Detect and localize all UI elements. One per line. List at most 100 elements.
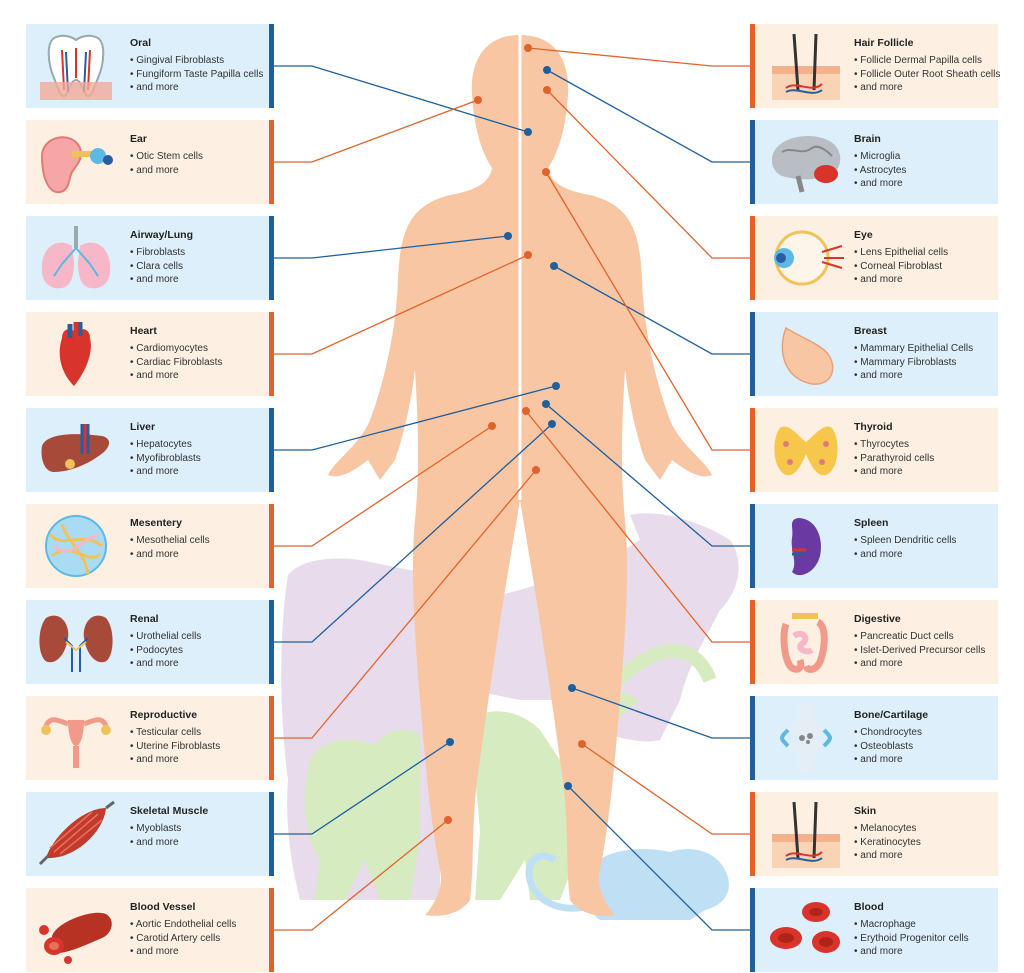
- cell-type-item: • Spleen Dendritic cells: [854, 535, 957, 546]
- card-title: Blood Vessel: [130, 901, 196, 913]
- tissue-card-breast: Breast• Mammary Epithelial Cells• Mammar…: [750, 312, 998, 396]
- cell-type-item: • Parathyroid cells: [854, 452, 935, 464]
- cell-type-item: • and more: [854, 548, 903, 560]
- cell-type-item: • Follicle Outer Root Sheath cells: [854, 68, 1001, 80]
- tissue-card-bone-cartilage: Bone/Cartilage• Chondrocytes• Osteoblast…: [750, 696, 998, 780]
- cell-type-item: • and more: [130, 164, 179, 176]
- tissue-card-reproductive: Reproductive• Testicular cells• Uterine …: [26, 696, 274, 780]
- cell-type-item: • Urothelial cells: [130, 631, 202, 642]
- card-title: Bone/Cartilage: [854, 709, 929, 721]
- cell-type-item: • Melanocytes: [854, 823, 917, 834]
- cell-type-item: • Podocytes: [130, 644, 183, 656]
- thyroid-icon: [762, 414, 850, 486]
- card-text: Brain• Microglia• Astrocytes• and more: [854, 133, 906, 191]
- anatomy-point-dot: [524, 44, 532, 52]
- uterus-icon: [32, 702, 120, 774]
- card-title: Digestive: [854, 613, 901, 625]
- anatomy-point-dot: [564, 782, 572, 790]
- card-accent-bar: [269, 216, 274, 300]
- card-accent-bar: [269, 24, 274, 108]
- eye-icon: [762, 222, 850, 294]
- cell-type-item: • Gingival Fibroblasts: [130, 55, 225, 66]
- anatomy-point-dot: [532, 466, 540, 474]
- cell-type-item: • and more: [130, 946, 179, 957]
- left-leader-line: [274, 235, 509, 259]
- cell-type-item: • Erythoid Progenitor cells: [854, 932, 969, 944]
- tissue-card-blood: Blood• Macrophage• Erythoid Progenitor c…: [750, 888, 998, 972]
- left-leader-line: [274, 65, 529, 133]
- tissue-card-heart: Heart• Cardiomyocytes• Cardiac Fibroblas…: [26, 312, 274, 396]
- cell-type-item: • and more: [130, 82, 179, 93]
- cell-type-item: • Mesothelial cells: [130, 535, 210, 546]
- cell-type-item: • Chondrocytes: [854, 727, 922, 738]
- anatomy-point-dot: [474, 96, 482, 104]
- card-text: Skin • Melanocytes • Keratinocytes • and mo…: [854, 805, 921, 863]
- card-title: Skin: [854, 805, 877, 817]
- cell-type-item: • and more: [854, 850, 903, 861]
- right-leader-line: [527, 47, 750, 67]
- tissue-card-mesentery: Mesentery• Mesothelial cells• and more: [26, 504, 274, 588]
- card-title: Hair Follicle: [854, 37, 914, 49]
- card-accent-bar: [750, 792, 755, 876]
- left-leader-line: [274, 254, 529, 355]
- tissue-card-hair-follicle: Hair Follicle• Follicle Dermal Papilla c…: [750, 24, 1001, 108]
- card-title: Eye: [854, 229, 873, 241]
- muscle-icon: [32, 798, 120, 870]
- cell-type-item: • Corneal Fibroblast: [854, 260, 942, 272]
- liver-icon: [32, 414, 120, 486]
- tissue-card-liver: Liver• Hepatocytes• Myofibroblasts• and …: [26, 408, 274, 492]
- cell-type-item: • Mammary Fibroblasts: [854, 356, 957, 368]
- card-text: Thyroid• Thyrocytes• Parathyroid cells• …: [854, 421, 934, 479]
- intestine-icon: [762, 606, 850, 678]
- card-title: Thyroid: [854, 421, 893, 433]
- cell-type-item: • Astrocytes: [854, 164, 907, 176]
- card-title: Mesentery: [130, 517, 182, 529]
- anatomy-point-dot: [552, 382, 560, 390]
- right-leader-line: [546, 89, 750, 259]
- right-leader-line: [581, 743, 750, 835]
- card-text: Renal• Urothelial cells• Podocytes• and …: [130, 613, 201, 671]
- kidneys-icon: [32, 606, 120, 678]
- card-text: Airway/Lung• Fibroblasts• Clara cells• a…: [130, 229, 193, 287]
- right-leader-line: [571, 687, 750, 739]
- cell-type-item: • and more: [854, 274, 903, 285]
- anatomy-point-dot: [548, 420, 556, 428]
- cell-type-item: • Thyrocytes: [854, 439, 909, 450]
- card-text: Mesentery• Mesothelial cells• and more: [130, 517, 210, 561]
- monkey-silhouette: [304, 690, 640, 900]
- card-title: Breast: [854, 325, 887, 337]
- card-accent-bar: [269, 408, 274, 492]
- card-text: Reproductive• Testicular cells• Uterine …: [130, 709, 220, 767]
- card-text: Liver• Hepatocytes• Myofibroblasts• and …: [130, 421, 201, 479]
- card-title: Ear: [130, 133, 147, 145]
- card-title: Skeletal Muscle: [130, 805, 209, 817]
- tissue-card-renal: Renal• Urothelial cells• Podocytes• and …: [26, 600, 274, 684]
- card-accent-bar: [750, 120, 755, 204]
- hair-follicle-icon: [762, 30, 850, 102]
- cell-type-item: • Fibroblasts: [130, 247, 186, 258]
- card-text: Digestive• Pancreatic Duct cells• Islet-…: [854, 613, 985, 671]
- tissue-card-blood-vessel: Blood Vessel• Aortic Endothelial cells• …: [26, 888, 274, 972]
- ear-icon: [32, 126, 120, 198]
- card-text: Bone/Cartilage• Chondrocytes• Osteoblast…: [854, 709, 928, 767]
- card-accent-bar: [269, 120, 274, 204]
- cell-type-item: • Carotid Artery cells: [130, 932, 221, 944]
- anatomy-point-dot: [504, 232, 512, 240]
- cell-type-item: • and more: [854, 658, 903, 669]
- tissue-card-oral: Oral• Gingival Fibroblasts• Fungiform Ta…: [26, 24, 274, 108]
- anatomy-point-dot: [444, 816, 452, 824]
- card-text: Skeletal Muscle • Myoblasts • and more: [130, 805, 208, 849]
- tissue-card-thyroid: Thyroid• Thyrocytes• Parathyroid cells• …: [750, 408, 998, 492]
- anatomy-point-dot: [578, 740, 586, 748]
- cell-type-item: • Keratinocytes: [854, 836, 921, 848]
- tissue-card-spleen: Spleen• Spleen Dendritic cells• and more: [750, 504, 998, 588]
- anatomy-point-dot: [568, 684, 576, 692]
- card-text: Blood Vessel• Aortic Endothelial cells• …: [130, 901, 236, 959]
- lungs-icon: [32, 222, 120, 294]
- card-accent-bar: [269, 792, 274, 876]
- cell-type-item: • Myoblasts: [130, 823, 182, 834]
- cell-type-item: • and more: [130, 836, 179, 848]
- breast-icon: [762, 318, 850, 390]
